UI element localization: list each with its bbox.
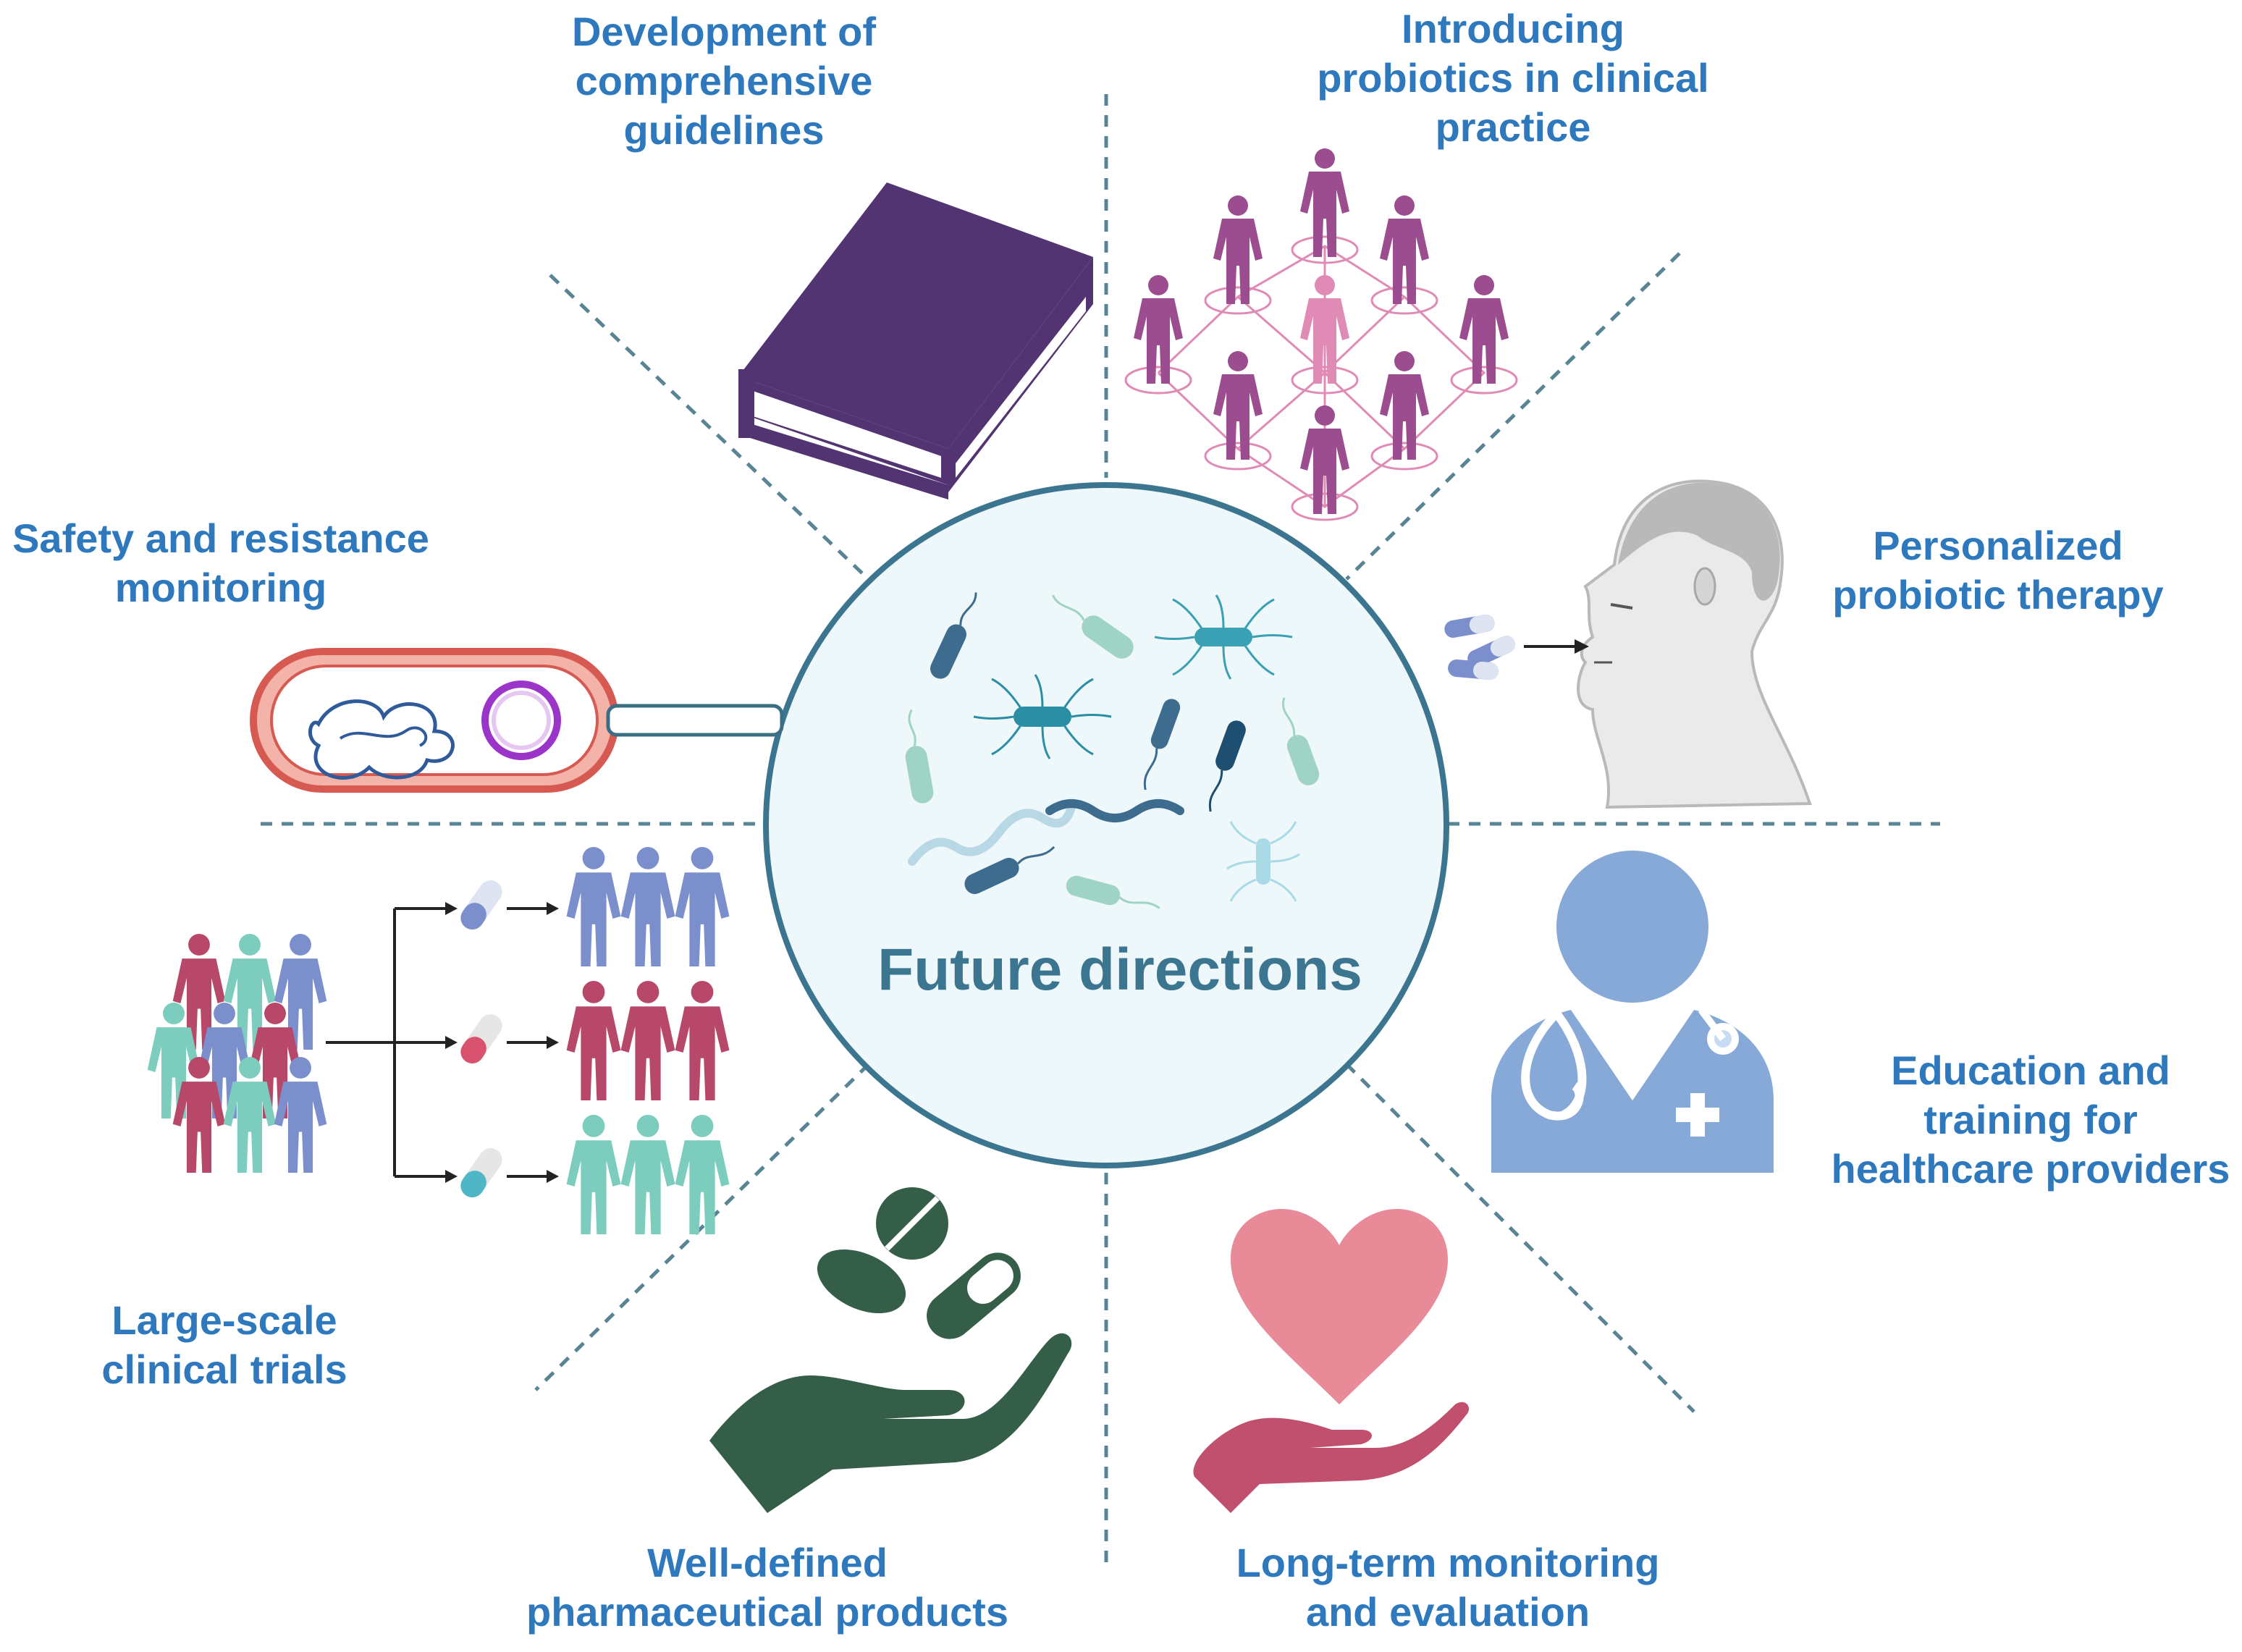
network-person-icon: [1300, 405, 1349, 514]
trial-person-icon: [274, 1057, 327, 1173]
center-title: Future directions: [877, 937, 1362, 1003]
trial-person-icon: [198, 1003, 251, 1118]
network-person-icon: [1213, 351, 1263, 460]
heart-hand-icon: [1193, 1209, 1470, 1513]
face-profile-icon: [1577, 479, 1812, 809]
trial-person-icon: [223, 1057, 277, 1173]
label-line: monitoring: [114, 565, 327, 610]
label-monitoring: Long-term monitoring and evaluation: [1216, 1538, 1680, 1637]
network-person-icon: [1134, 275, 1183, 384]
dividers: [261, 94, 1940, 1564]
bacterium-icon: [1052, 594, 1134, 659]
network-person-icon: [1380, 195, 1429, 304]
label-line: Long-term monitoring: [1236, 1540, 1660, 1585]
label-line: Large-scale: [111, 1297, 337, 1343]
trial-person-icon: [566, 1115, 621, 1234]
label-clinical-practice: Introducing probiotics in clinical pract…: [1289, 4, 1737, 152]
label-line: training for: [1923, 1097, 2138, 1142]
label-line: comprehensive: [575, 58, 873, 104]
trial-person-icon: [172, 1057, 226, 1173]
trial-person-icon: [620, 981, 675, 1100]
bacterium-icon: [1154, 594, 1293, 680]
bacterium-icon: [908, 803, 1076, 866]
capsule-icon: [1448, 659, 1499, 680]
label-line: Education and: [1891, 1048, 2170, 1093]
label-line: practice: [1435, 104, 1591, 150]
petri-dish-icon: [250, 648, 784, 793]
trial-person-icon: [675, 981, 730, 1100]
trial-person-icon: [147, 1003, 201, 1118]
label-line: probiotics in clinical: [1317, 55, 1709, 101]
label-trials: Large-scale clinical trials: [65, 1296, 384, 1394]
trial-person-icon: [620, 847, 675, 966]
label-safety: Safety and resistance monitoring: [0, 514, 442, 612]
trial-person-icon: [172, 934, 226, 1050]
divider-bottom-right: [1345, 1063, 1695, 1413]
label-line: Development of: [571, 9, 877, 54]
trial-person-icon: [566, 847, 621, 966]
capsule-icon: [1467, 636, 1515, 667]
people-network-icon: [1124, 235, 1518, 521]
trial-person-icon: [620, 1115, 675, 1234]
capsule-icon: [460, 1147, 502, 1198]
doctor-icon: [1491, 851, 1774, 1173]
bacterium-icon: [964, 846, 1055, 894]
label-personalized: Personalized probiotic therapy: [1810, 521, 2186, 620]
pill-hand-icon: [709, 1187, 1072, 1513]
capsule-icon: [460, 1013, 502, 1064]
bacteria-cluster: [905, 592, 1320, 909]
label-line: Well-defined: [647, 1540, 888, 1585]
trial-person-icon: [675, 1115, 730, 1234]
trial-person-icon: [675, 847, 730, 966]
pill-icon: [817, 1249, 906, 1314]
bacterium-icon: [930, 592, 977, 679]
bacterium-icon: [1045, 799, 1184, 822]
capsule-icon: [460, 880, 502, 930]
label-line: guidelines: [623, 107, 825, 153]
label-line: Personalized: [1873, 523, 2123, 568]
trial-person-icon: [274, 934, 327, 1050]
label-education: Education and training for healthcare pr…: [1824, 1046, 2237, 1194]
bacterium-icon: [1066, 875, 1160, 909]
bacterium-icon: [1226, 821, 1300, 902]
label-guidelines: Development of comprehensive guidelines: [550, 7, 898, 155]
network-person-icon: [1213, 195, 1263, 304]
label-line: and evaluation: [1305, 1589, 1590, 1635]
divider-top-right: [1345, 252, 1681, 581]
people-group-icon: [326, 880, 559, 1198]
bacterium-icon: [1282, 697, 1320, 785]
label-line: clinical trials: [101, 1347, 347, 1392]
network-person-icon: [1300, 148, 1349, 257]
capsule-icon: [927, 1252, 1021, 1339]
label-line: pharmaceutical products: [526, 1589, 1008, 1635]
label-line: Safety and resistance: [12, 515, 429, 561]
capsule-group: [1444, 615, 1589, 680]
label-line: healthcare providers: [1831, 1146, 2230, 1192]
bacterium-icon: [1143, 699, 1181, 791]
trial-person-icon: [248, 1003, 302, 1118]
book-icon: [738, 182, 1093, 500]
network-person-icon: [1380, 351, 1429, 460]
network-person-icon: [1300, 275, 1349, 384]
label-line: probiotic therapy: [1832, 572, 2164, 618]
trial-person-icon: [223, 934, 277, 1050]
label-line: Introducing: [1402, 6, 1624, 51]
divider-bottom-left: [534, 1063, 870, 1391]
center-circle: [763, 482, 1449, 1168]
capsule-icon: [1444, 615, 1495, 638]
label-pharma: Well-defined pharmaceutical products: [507, 1538, 1028, 1637]
network-person-icon: [1459, 275, 1509, 384]
bacterium-icon: [973, 674, 1112, 759]
trial-person-icon: [566, 981, 621, 1100]
bacterium-icon: [905, 709, 934, 804]
bacterium-icon: [1208, 720, 1246, 812]
